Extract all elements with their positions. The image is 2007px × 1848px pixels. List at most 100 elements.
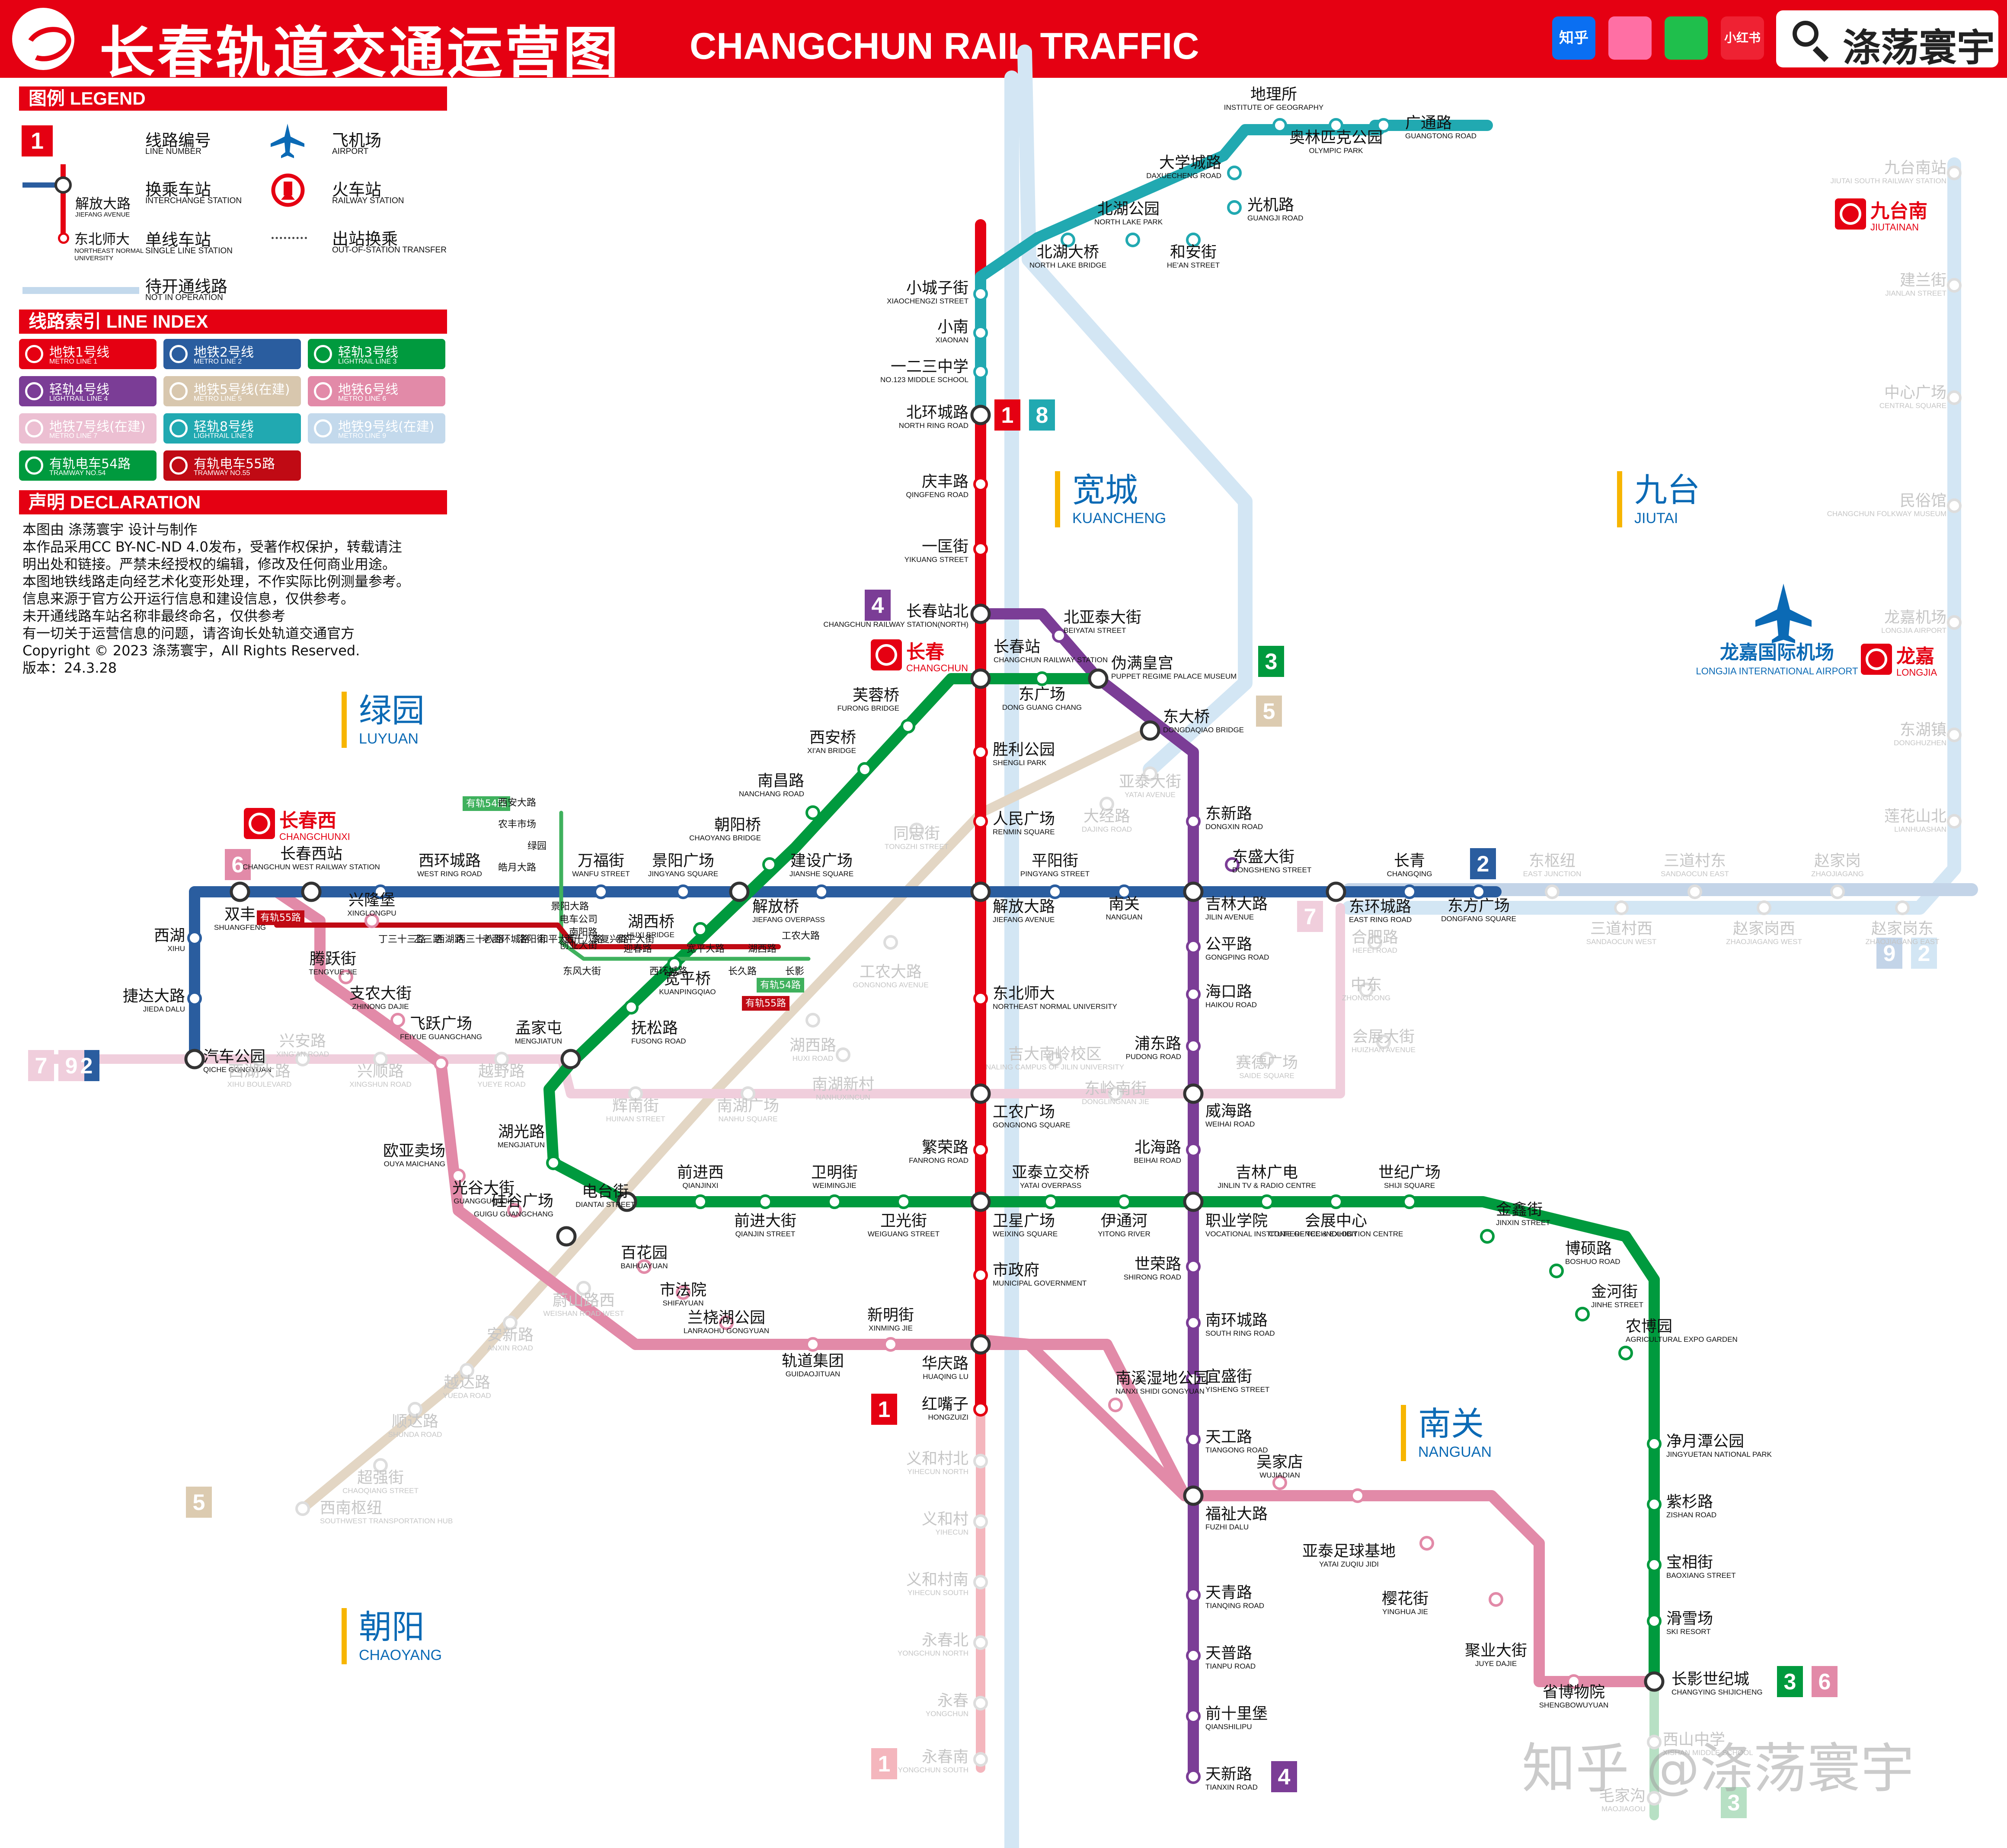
airport-icon <box>1755 584 1812 643</box>
station-name: 汽车公园 <box>203 1048 265 1066</box>
search-icon[interactable] <box>1793 21 1818 47</box>
station-name: 吴家店 <box>1256 1453 1303 1471</box>
station-name-en: XIHU BOULEVARD <box>227 1080 292 1088</box>
tram-stop-name: 老西环城路 <box>482 934 530 945</box>
station-name: 西南枢纽 <box>320 1499 382 1517</box>
station-name: 赵家岗东 <box>1871 920 1933 938</box>
station-name-en: YINGHUA JIE <box>1382 1608 1428 1616</box>
interchange-station <box>1140 720 1160 741</box>
station-marker <box>901 719 915 734</box>
station-name: 湖光路 <box>498 1123 545 1141</box>
line-badge <box>1911 938 1937 969</box>
station-marker <box>973 1143 988 1157</box>
station-name-en: JIANSHE SQUARE <box>789 870 853 878</box>
line-index-entry[interactable]: 地铁5号线(在建)METRO LINE 5 <box>163 376 301 406</box>
zhihu-icon[interactable]: 知乎 <box>1552 16 1595 60</box>
station-name-en: JIEFANG OVERPASS <box>752 916 825 924</box>
district-name: 宽城 <box>1072 471 1138 509</box>
station-name: 中心广场 <box>1884 384 1946 402</box>
station-marker <box>1186 939 1201 954</box>
tram-stop-name: 皓月大路 <box>498 862 536 873</box>
station-name-en: DAJING ROAD <box>1082 825 1132 833</box>
railway-station-name-en: JIUTAINAN <box>1870 222 1919 233</box>
station-name-en: SHUANGFENG <box>214 923 266 932</box>
tram54-tag <box>463 796 510 811</box>
line-index-entry[interactable]: 地铁9号线(在建)METRO LINE 9 <box>308 413 445 444</box>
tram-stop-name: 西十八路 <box>565 934 603 945</box>
station-marker <box>1647 1614 1662 1628</box>
line-badge-number: 9 <box>1883 941 1896 966</box>
station-name: 西湖大路 <box>228 1063 291 1080</box>
line-badge-number: 7 <box>1304 904 1317 929</box>
station-name-en: LONGJIA AIRPORT <box>1881 626 1946 635</box>
legend-planned: 待开通线路 <box>145 277 228 296</box>
xiaohongshu-icon[interactable]: 小红书 <box>1721 16 1764 60</box>
line-index-entry[interactable]: 地铁7号线(在建)METRO LINE 7 <box>19 413 157 444</box>
station-name: 东环城路 <box>1349 898 1411 916</box>
station-name: 净月潭公园 <box>1666 1433 1744 1450</box>
tram-stop-name: 长久路 <box>728 966 757 977</box>
station-name: 兰桡湖公园 <box>687 1309 765 1327</box>
station-name-en: JILIN AVENUE <box>1205 913 1254 921</box>
station-marker <box>390 1013 405 1028</box>
station-marker <box>1186 1259 1201 1274</box>
wechat-icon[interactable] <box>1665 16 1708 60</box>
tram-stop-name: 西湖路 <box>435 934 464 945</box>
station-name: 南湖新村 <box>812 1076 874 1093</box>
station-marker <box>1376 1034 1391 1049</box>
station-name-en: MENGJIATUN <box>498 1141 545 1149</box>
station-marker <box>1186 1143 1201 1157</box>
station-name: 宽平桥 <box>664 970 711 988</box>
station-name-en: NORTH LAKE PARK <box>1094 218 1163 226</box>
interchange-station <box>1326 881 1346 902</box>
station-name: 会展中心 <box>1305 1212 1367 1230</box>
station-name-en: SHIFAYUAN <box>662 1299 703 1307</box>
station-name-en: GUANGTONG ROAD <box>1405 132 1476 140</box>
station-name-en: SANDAOCUN EAST <box>1661 870 1729 878</box>
station-name: 庆丰路 <box>922 473 968 491</box>
station-name: 和安街 <box>1170 243 1217 261</box>
bilibili-icon[interactable] <box>1608 16 1652 60</box>
station-name-en: WEIXING SQUARE <box>993 1230 1058 1238</box>
line-badge-number: 3 <box>1728 1791 1740 1816</box>
line-badge <box>1258 646 1284 677</box>
railway-icon-ring <box>1840 203 1861 225</box>
station-name-en: SHENGBOWUYUAN <box>1539 1701 1609 1709</box>
station-name: 省博物院 <box>1543 1683 1605 1701</box>
station-marker <box>1259 1194 1274 1209</box>
interchange-station <box>1183 1191 1204 1212</box>
station-marker <box>373 1458 388 1473</box>
station-name-en: SHIRONG ROAD <box>1124 1273 1181 1281</box>
district-name-en: NANGUAN <box>1418 1444 1492 1460</box>
interchange-station <box>1183 1485 1204 1506</box>
station-name-en: SOUTH RING ROAD <box>1205 1329 1275 1337</box>
station-name-en: SHIJI SQUARE <box>1384 1181 1435 1190</box>
tram-stop-name: 东复兴路 <box>591 934 629 945</box>
station-name-en: ZHONGDONG <box>1342 994 1390 1002</box>
station-name-en: JUYE DAJIE <box>1475 1660 1517 1668</box>
station-name-en: WANFU STREET <box>572 870 630 878</box>
station-marker <box>339 970 353 984</box>
station-name: 一匡街 <box>922 538 968 555</box>
declaration-line: 本作品采用CC BY-NC-ND 4.0发布，受著作权保护，转载请注 <box>22 539 402 555</box>
tram-stop-name: 工农大路 <box>782 931 820 942</box>
legend-single-en: SINGLE LINE STATION <box>145 246 233 255</box>
station-name: 东广场 <box>1019 686 1065 703</box>
station-name: 解放大路 <box>993 898 1055 916</box>
station-name: 奥林匹克公园 <box>1289 129 1383 147</box>
station-marker <box>973 1696 988 1711</box>
station-name: 会展大街 <box>1352 1028 1415 1046</box>
station-marker <box>1489 1592 1503 1607</box>
station-name: 伊通河 <box>1101 1212 1147 1230</box>
line-badge-number: 6 <box>1818 1669 1831 1695</box>
declaration-line: 明出处和链接。严禁未经授权的编辑，修改及任何商业用途。 <box>22 556 396 572</box>
station-name-en: NANHU SQUARE <box>719 1115 778 1123</box>
